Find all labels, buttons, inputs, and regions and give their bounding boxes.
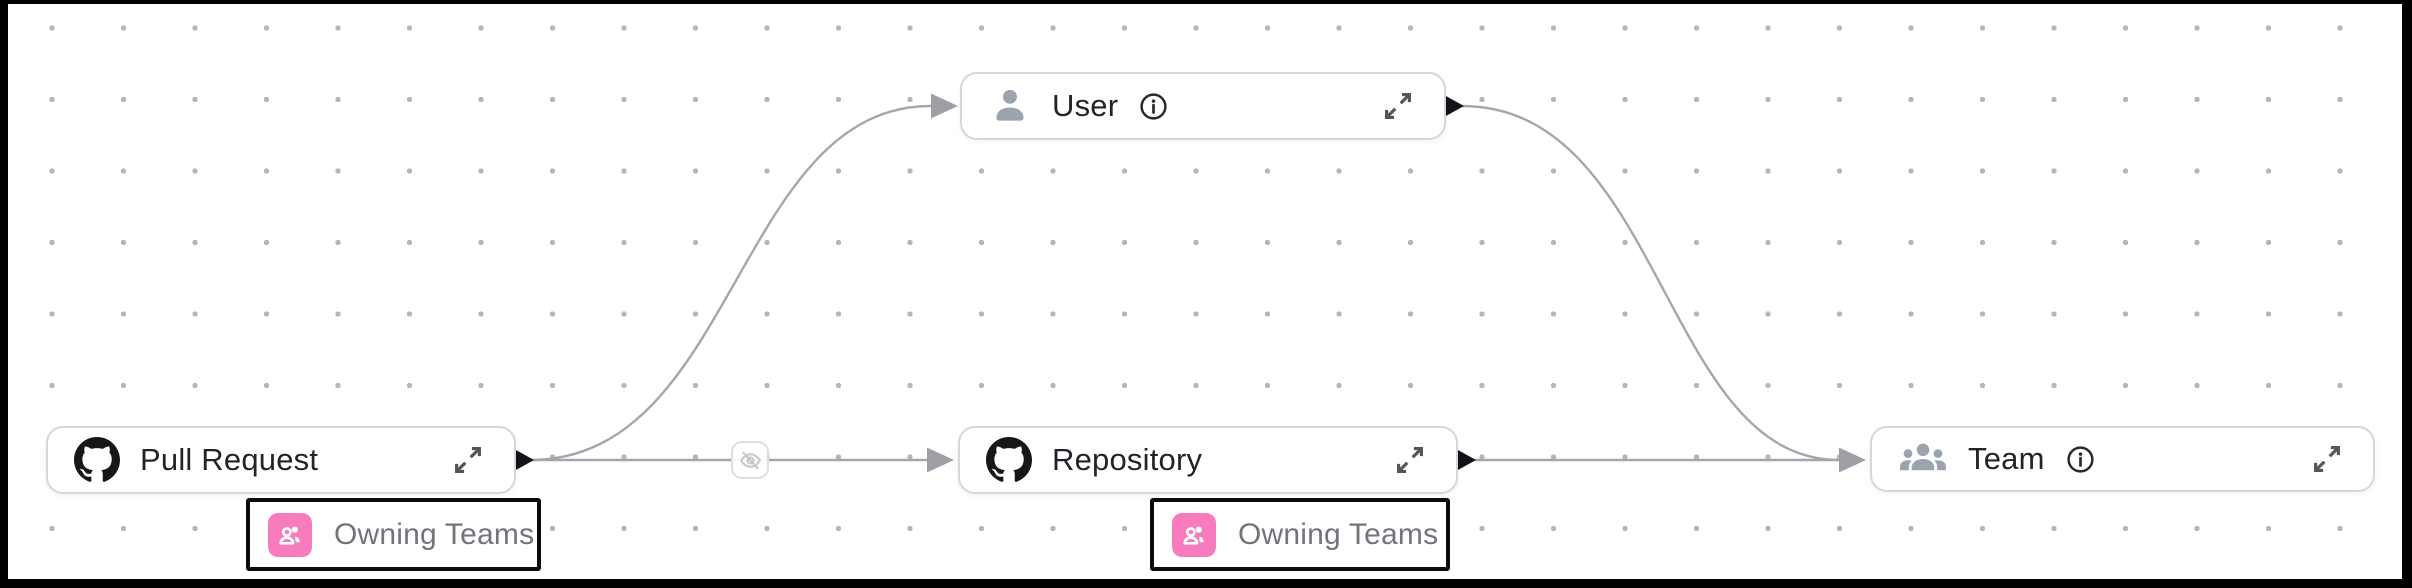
person-icon <box>988 84 1032 128</box>
expand-icon[interactable] <box>1380 88 1416 124</box>
pull-request-source-handle[interactable] <box>515 449 534 471</box>
node-label: Team <box>1968 441 2045 476</box>
edge-user-team <box>1461 104 1840 462</box>
node-repository[interactable]: Repository <box>958 426 1458 494</box>
user-source-handle[interactable] <box>1445 95 1464 117</box>
node-label: User <box>1052 88 1119 123</box>
arrowhead-into-team <box>1839 447 1866 473</box>
node-label: Pull Request <box>140 442 319 477</box>
repository-source-handle[interactable] <box>1457 449 1476 471</box>
info-icon[interactable] <box>1138 91 1169 122</box>
expand-icon[interactable] <box>2309 441 2345 477</box>
node-team[interactable]: Team <box>1870 426 2375 492</box>
owning-teams-icon <box>268 512 312 557</box>
owning-teams-badge[interactable]: Owning Teams <box>246 498 541 571</box>
github-icon <box>74 437 120 483</box>
people-group-icon <box>1898 434 1948 484</box>
node-label: Repository <box>1052 442 1203 477</box>
edge-pullrequest-user <box>529 104 932 462</box>
info-icon[interactable] <box>2065 444 2096 475</box>
node-pull-request[interactable]: Pull Request <box>46 426 516 494</box>
expand-icon[interactable] <box>1392 442 1428 478</box>
graph-canvas[interactable]: Pull Request User Repositor <box>8 4 2402 579</box>
visibility-off-icon[interactable] <box>731 441 769 479</box>
node-user[interactable]: User <box>960 72 1446 140</box>
owning-teams-icon <box>1172 512 1216 557</box>
arrowhead-into-repository <box>927 447 954 473</box>
badge-label: Owning Teams <box>1238 517 1439 551</box>
arrowhead-into-user <box>931 93 958 119</box>
owning-teams-badge[interactable]: Owning Teams <box>1150 498 1450 571</box>
expand-icon[interactable] <box>450 442 486 478</box>
badge-label: Owning Teams <box>334 517 535 551</box>
github-icon <box>986 437 1032 483</box>
